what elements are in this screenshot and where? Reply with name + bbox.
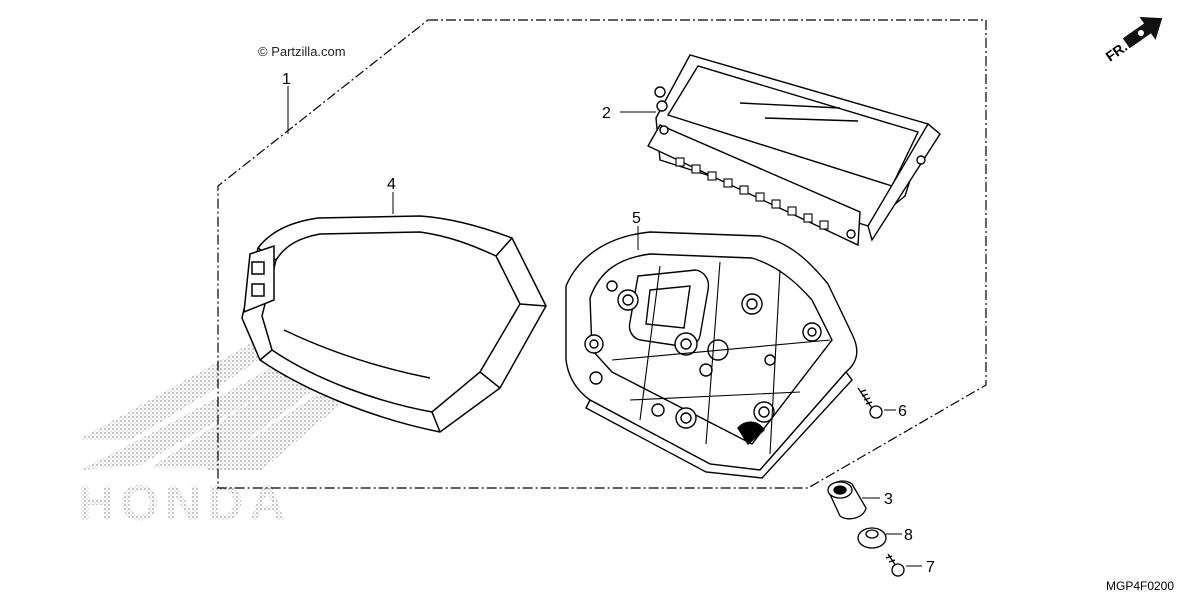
front-direction-arrow-icon: FR. [1103, 16, 1163, 64]
callout-6: 6 [898, 403, 907, 420]
lcd-display-unit [647, 54, 941, 247]
diagram-code: MGP4F0200 [1106, 579, 1174, 593]
leader-lines [287, 86, 922, 567]
callout-2: 2 [602, 105, 611, 122]
callout-5: 5 [632, 210, 641, 227]
callout-4: 4 [387, 176, 396, 193]
callout-1: 1 [282, 71, 291, 88]
partzilla-watermark: © Partzilla.com [258, 44, 346, 59]
meter-cover [241, 215, 547, 433]
washer-8 [857, 527, 887, 549]
callouts: 1 2 3 4 5 6 7 8 [282, 71, 935, 576]
assembly-boundary [217, 19, 987, 489]
screw-7 [885, 553, 905, 577]
callout-3: 3 [884, 491, 893, 508]
callout-8: 8 [904, 527, 913, 544]
grommet-3 [827, 480, 867, 520]
meter-case [565, 231, 858, 479]
honda-wordmark: HONDA [78, 475, 291, 531]
callout-7: 7 [926, 559, 935, 576]
screw-6 [857, 387, 883, 419]
